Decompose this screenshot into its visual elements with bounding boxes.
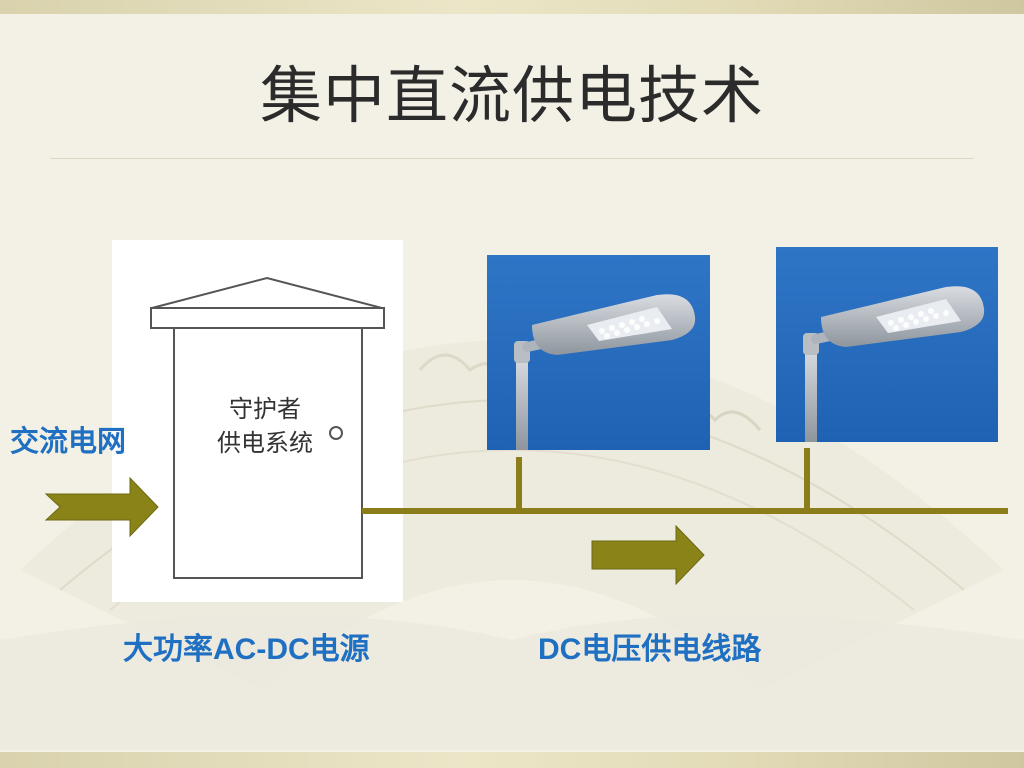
cabinet-label-line1: 守护者: [229, 395, 301, 423]
ac-input-arrow-icon: [44, 476, 159, 538]
street-lamp-photo-1: [487, 255, 710, 450]
ac-grid-label: 交流电网: [10, 426, 127, 458]
dc-line-label: DC电压供电线路: [538, 633, 762, 666]
cabinet-drawing: [150, 276, 385, 579]
bottom-band: [0, 752, 1024, 768]
cabinet-label: 守护者 供电系统: [205, 392, 325, 460]
ac-dc-source-label: 大功率AC-DC电源: [123, 633, 370, 666]
cabinet-label-line2: 供电系统: [217, 429, 313, 457]
street-lamp-photo-2: [776, 247, 998, 442]
dc-flow-arrow-icon: [591, 524, 705, 586]
title-divider: [50, 158, 974, 159]
top-band: [0, 0, 1024, 14]
slide-title: 集中直流供电技术: [259, 59, 764, 132]
